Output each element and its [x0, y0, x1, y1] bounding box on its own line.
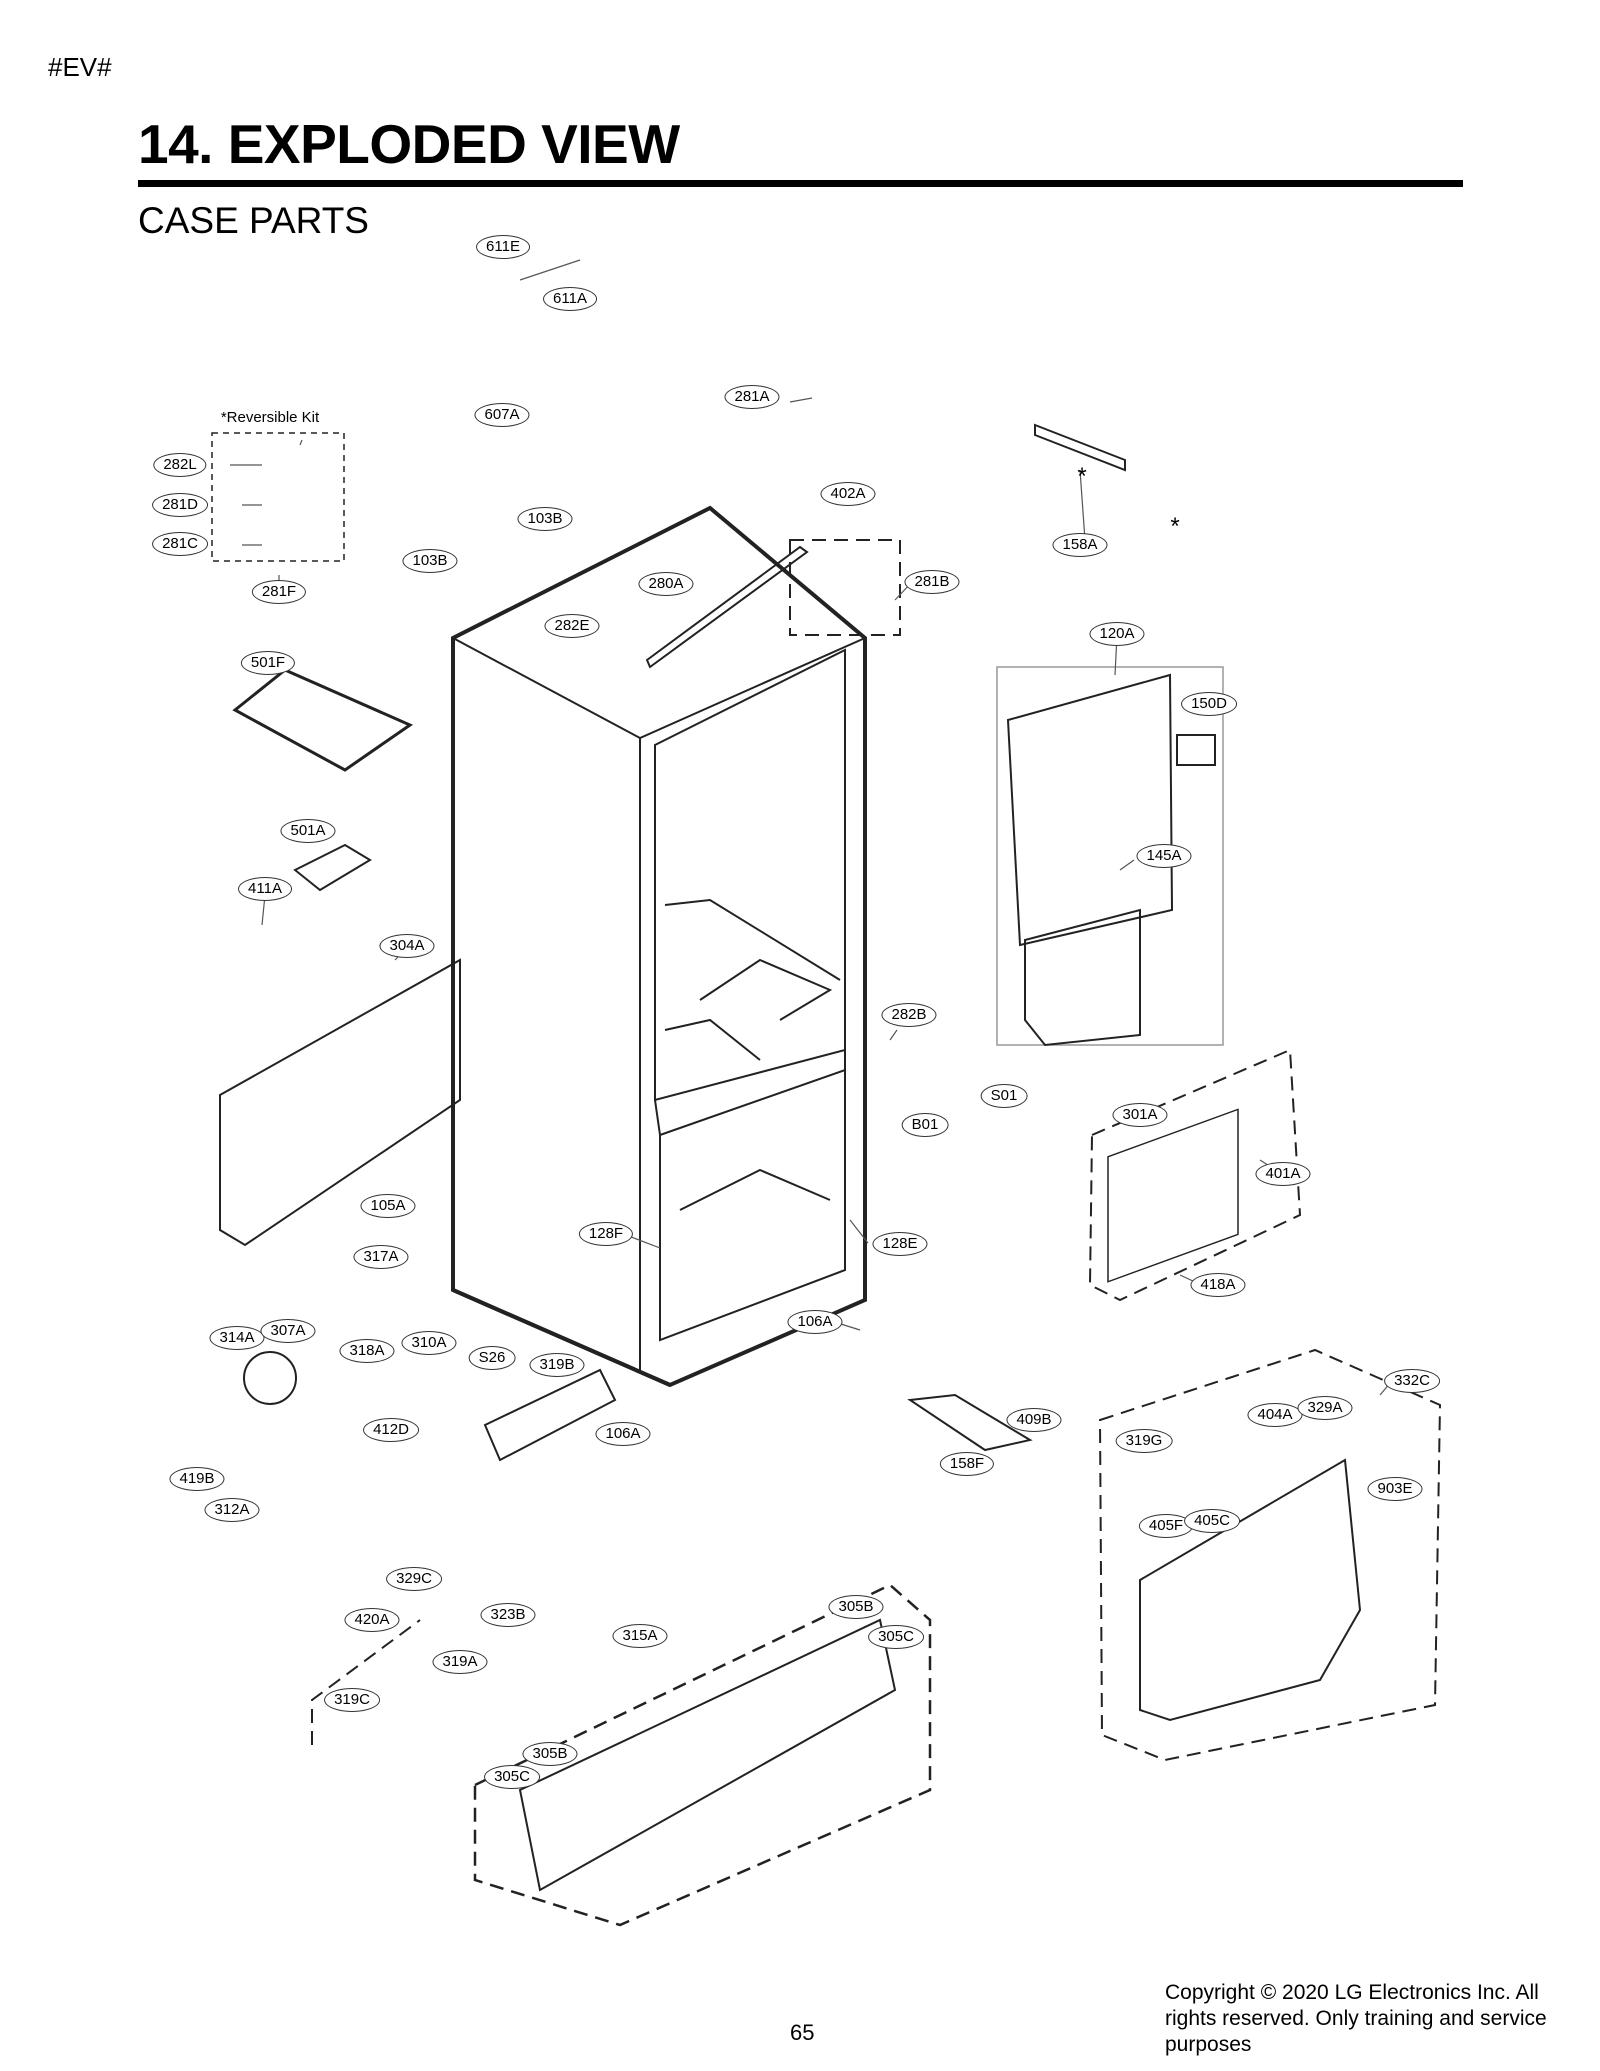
part-label-105A: 105A — [360, 1194, 416, 1218]
part-label-158A: 158A — [1052, 533, 1108, 557]
part-label-281B: 281B — [904, 570, 960, 594]
part-label-404A: 404A — [1247, 1403, 1303, 1427]
cabinet-body — [451, 505, 867, 1388]
part-label-332C: 332C — [1384, 1369, 1440, 1393]
page-number: 65 — [790, 2020, 815, 2045]
part-label-282E: 282E — [544, 614, 600, 638]
part-label-305C: 305C — [868, 1625, 924, 1649]
exploded-view-diagram: *Reversible Kit * * 611E 611A 281A 607A … — [0, 230, 1600, 1990]
part-label-611A: 611A — [543, 287, 597, 311]
copyright-notice: Copyright © 2020 LG Electronics Inc. All… — [1165, 1981, 1547, 2056]
part-label-329C: 329C — [386, 1567, 442, 1591]
part-label-314A: 314A — [209, 1326, 265, 1350]
part-label-128F: 128F — [578, 1222, 634, 1246]
part-label-103B-left: 103B — [402, 549, 458, 573]
part-label-128E: 128E — [872, 1232, 928, 1256]
part-label-329A: 329A — [1297, 1396, 1353, 1420]
part-label-103B: 103B — [517, 507, 573, 531]
part-label-305B: 305B — [828, 1595, 884, 1619]
part-label-405F: 405F — [1138, 1514, 1194, 1538]
part-label-611E: 611E — [476, 235, 530, 259]
part-label-420A: 420A — [344, 1608, 400, 1632]
part-label-S26: S26 — [468, 1346, 516, 1370]
part-label-B01: B01 — [901, 1113, 949, 1137]
part-label-145A: 145A — [1136, 844, 1192, 868]
part-label-281C: 281C — [152, 532, 208, 556]
part-label-319B: 319B — [529, 1353, 585, 1377]
part-label-282L: 282L — [153, 453, 207, 477]
part-label-281A: 281A — [724, 385, 780, 409]
part-label-501F: 501F — [240, 651, 296, 675]
part-label-903E: 903E — [1367, 1477, 1423, 1501]
machine-room-box — [473, 1583, 932, 1927]
part-label-150D: 150D — [1181, 692, 1237, 716]
part-label-106A: 106A — [787, 1310, 843, 1334]
part-label-418A: 418A — [1190, 1273, 1246, 1297]
diagram-drawing — [211, 259, 1442, 1927]
reversible-kit-label: *Reversible Kit — [220, 409, 320, 426]
part-label-501A: 501A — [280, 819, 336, 843]
part-label-319G: 319G — [1115, 1429, 1173, 1453]
part-label-319A: 319A — [432, 1650, 488, 1674]
part-label-412D: 412D — [363, 1418, 419, 1442]
part-label-319C: 319C — [324, 1688, 380, 1712]
evaporator-box — [1088, 1048, 1302, 1302]
star-marker-120a: * — [1077, 463, 1087, 490]
part-label-301A: 301A — [1112, 1103, 1168, 1127]
part-label-405C: 405C — [1184, 1509, 1240, 1533]
part-label-315A: 315A — [612, 1624, 668, 1648]
part-label-120A: 120A — [1089, 622, 1145, 646]
document-tag: #EV# — [48, 52, 112, 82]
part-label-318A: 318A — [339, 1339, 395, 1363]
part-label-312A: 312A — [204, 1498, 260, 1522]
part-label-282B: 282B — [881, 1003, 937, 1027]
part-label-419B: 419B — [169, 1467, 225, 1491]
fan-assembly-box — [1098, 1348, 1442, 1762]
part-label-411A: 411A — [238, 877, 292, 901]
part-label-281D: 281D — [152, 493, 208, 517]
part-label-402A: 402A — [820, 482, 876, 506]
part-label-106A-lower: 106A — [595, 1422, 651, 1446]
part-label-304A: 304A — [379, 934, 435, 958]
part-label-317A: 317A — [353, 1245, 409, 1269]
part-label-607A: 607A — [474, 403, 530, 427]
part-label-401A: 401A — [1255, 1162, 1311, 1186]
part-label-280A: 280A — [638, 572, 694, 596]
part-label-323B: 323B — [480, 1603, 536, 1627]
part-label-305C-lower: 305C — [484, 1765, 540, 1789]
star-marker-150d: * — [1170, 513, 1180, 540]
part-label-281F: 281F — [251, 580, 307, 604]
part-label-305B-lower: 305B — [522, 1742, 578, 1766]
part-label-158F: 158F — [939, 1452, 995, 1476]
title-underline — [138, 180, 1463, 187]
page-title: 14. EXPLODED VIEW — [138, 113, 680, 175]
part-label-310A: 310A — [401, 1331, 457, 1355]
part-label-307A: 307A — [260, 1319, 316, 1343]
page-subtitle: CASE PARTS — [138, 200, 369, 241]
reversible-kit-box — [211, 432, 345, 562]
panel-box — [996, 666, 1224, 1046]
part-label-409B: 409B — [1006, 1408, 1062, 1432]
part-label-S01: S01 — [980, 1084, 1028, 1108]
hinge-kit-dashed-box — [789, 539, 901, 636]
